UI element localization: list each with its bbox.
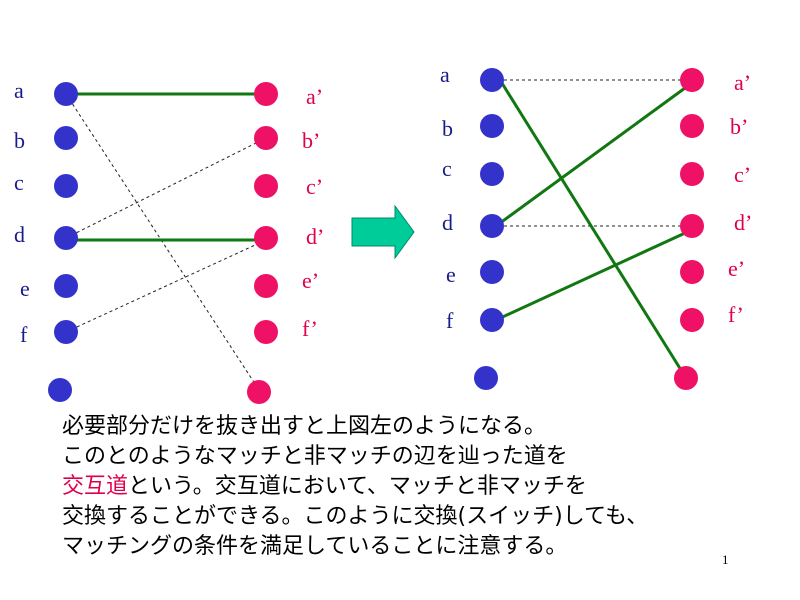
node-b (54, 126, 78, 150)
label-b-prime: b’ (730, 114, 748, 139)
label-f: f (20, 322, 28, 347)
label-b: b (442, 116, 453, 141)
node-b (480, 114, 504, 138)
node-c-prime (680, 162, 704, 186)
label-e: e (20, 276, 30, 301)
label-a: a (14, 78, 24, 103)
label-c: c (14, 170, 24, 195)
node-extra-right (247, 380, 271, 404)
node-e (480, 260, 504, 284)
label-a-prime: a’ (306, 84, 323, 109)
caption-line-5: マッチングの条件を満足していることに注意する。 (62, 534, 568, 559)
left-graph: a b c d e f a’ b’ c’ d’ e’ f’ (14, 78, 324, 404)
edge-a-g (65, 93, 260, 391)
node-f (480, 308, 504, 332)
node-d (54, 226, 78, 250)
node-f-prime (680, 308, 704, 332)
node-e (54, 274, 78, 298)
label-f: f (446, 308, 454, 333)
label-a-prime: a’ (734, 70, 751, 95)
matching-edge-f-d-prime (495, 226, 697, 322)
label-e-prime: e’ (728, 256, 745, 281)
label-d-prime: d’ (306, 224, 324, 249)
node-c (54, 174, 78, 198)
label-d-prime: d’ (734, 210, 752, 235)
node-a (480, 68, 504, 92)
caption-line-3-rest: という。交互道において、マッチと非マッチを (128, 474, 587, 499)
node-f (54, 320, 78, 344)
node-c-prime (254, 174, 278, 198)
node-e-prime (254, 274, 278, 298)
label-c-prime: c’ (734, 162, 751, 187)
node-a-prime (254, 82, 278, 106)
caption-line-4: 交換することができる。このように交換(スイッチ)しても、 (62, 504, 649, 529)
label-d: d (14, 222, 25, 247)
node-d-prime (680, 214, 704, 238)
node-c (480, 162, 504, 186)
node-extra-left (474, 366, 498, 390)
label-c: c (442, 156, 452, 181)
node-extra-left (48, 378, 72, 402)
node-b-prime (254, 126, 278, 150)
label-a: a (440, 62, 450, 87)
label-f-prime: f’ (302, 316, 318, 341)
edge-f-d-prime (65, 239, 267, 333)
term-alternating-path: 交互道 (62, 474, 129, 499)
caption-line-2: このとのようなマッチと非マッチの辺を辿った道を (62, 444, 568, 469)
label-e: e (446, 262, 456, 287)
node-b-prime (680, 114, 704, 138)
label-d: d (442, 210, 453, 235)
caption-text: 必要部分だけを抜き出すと上図左のようになる。 このとのようなマッチと非マッチの辺… (62, 412, 742, 562)
node-a (54, 82, 78, 106)
label-b: b (14, 128, 25, 153)
matching-edge-a-g (498, 79, 688, 379)
label-c-prime: c’ (306, 174, 323, 199)
node-a-prime (680, 68, 704, 92)
node-extra-right (674, 366, 698, 390)
edge-d-b-prime (65, 137, 267, 239)
label-f-prime: f’ (728, 302, 744, 327)
matching-edge-d-b-prime (495, 78, 697, 228)
right-graph: a b c d e f a’ b’ c’ d’ e’ f’ (440, 62, 752, 390)
caption-line-3: 交互道という。交互道において、マッチと非マッチを (62, 472, 742, 502)
node-d-prime (254, 226, 278, 250)
label-e-prime: e’ (302, 268, 319, 293)
page-number: 1 (722, 552, 729, 567)
node-f-prime (254, 320, 278, 344)
transform-arrow (351, 204, 415, 260)
label-b-prime: b’ (302, 128, 320, 153)
node-d (480, 214, 504, 238)
node-e-prime (680, 260, 704, 284)
caption-line-1: 必要部分だけを抜き出すと上図左のようになる。 (62, 414, 547, 439)
